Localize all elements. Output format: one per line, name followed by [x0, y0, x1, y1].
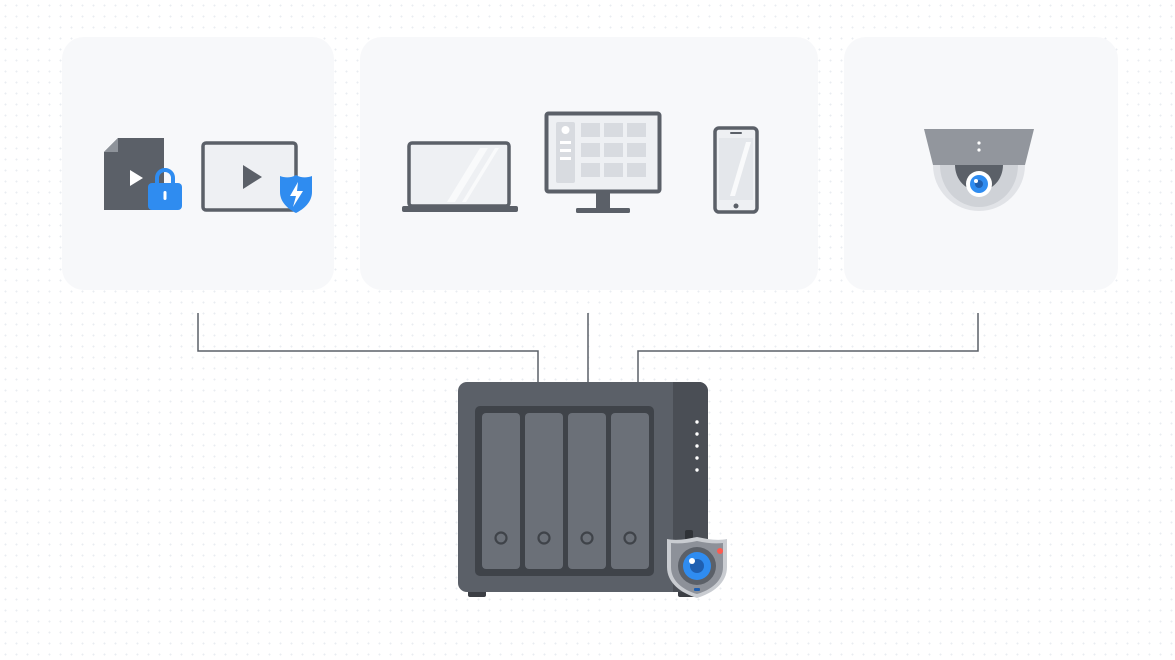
locked-video-file-icon: [104, 138, 182, 210]
connector-ip-camera: [637, 313, 979, 383]
nas-server-icon: [458, 382, 708, 597]
connector-media-protection: [197, 313, 539, 383]
surveillance-camera-badge-icon: [667, 537, 727, 598]
smartphone-icon: [713, 126, 759, 214]
protected-video-player-icon: [201, 141, 312, 213]
desktop-monitor-icon: [544, 111, 662, 213]
dome-camera-icon: [924, 129, 1034, 211]
laptop-icon: [402, 141, 518, 212]
